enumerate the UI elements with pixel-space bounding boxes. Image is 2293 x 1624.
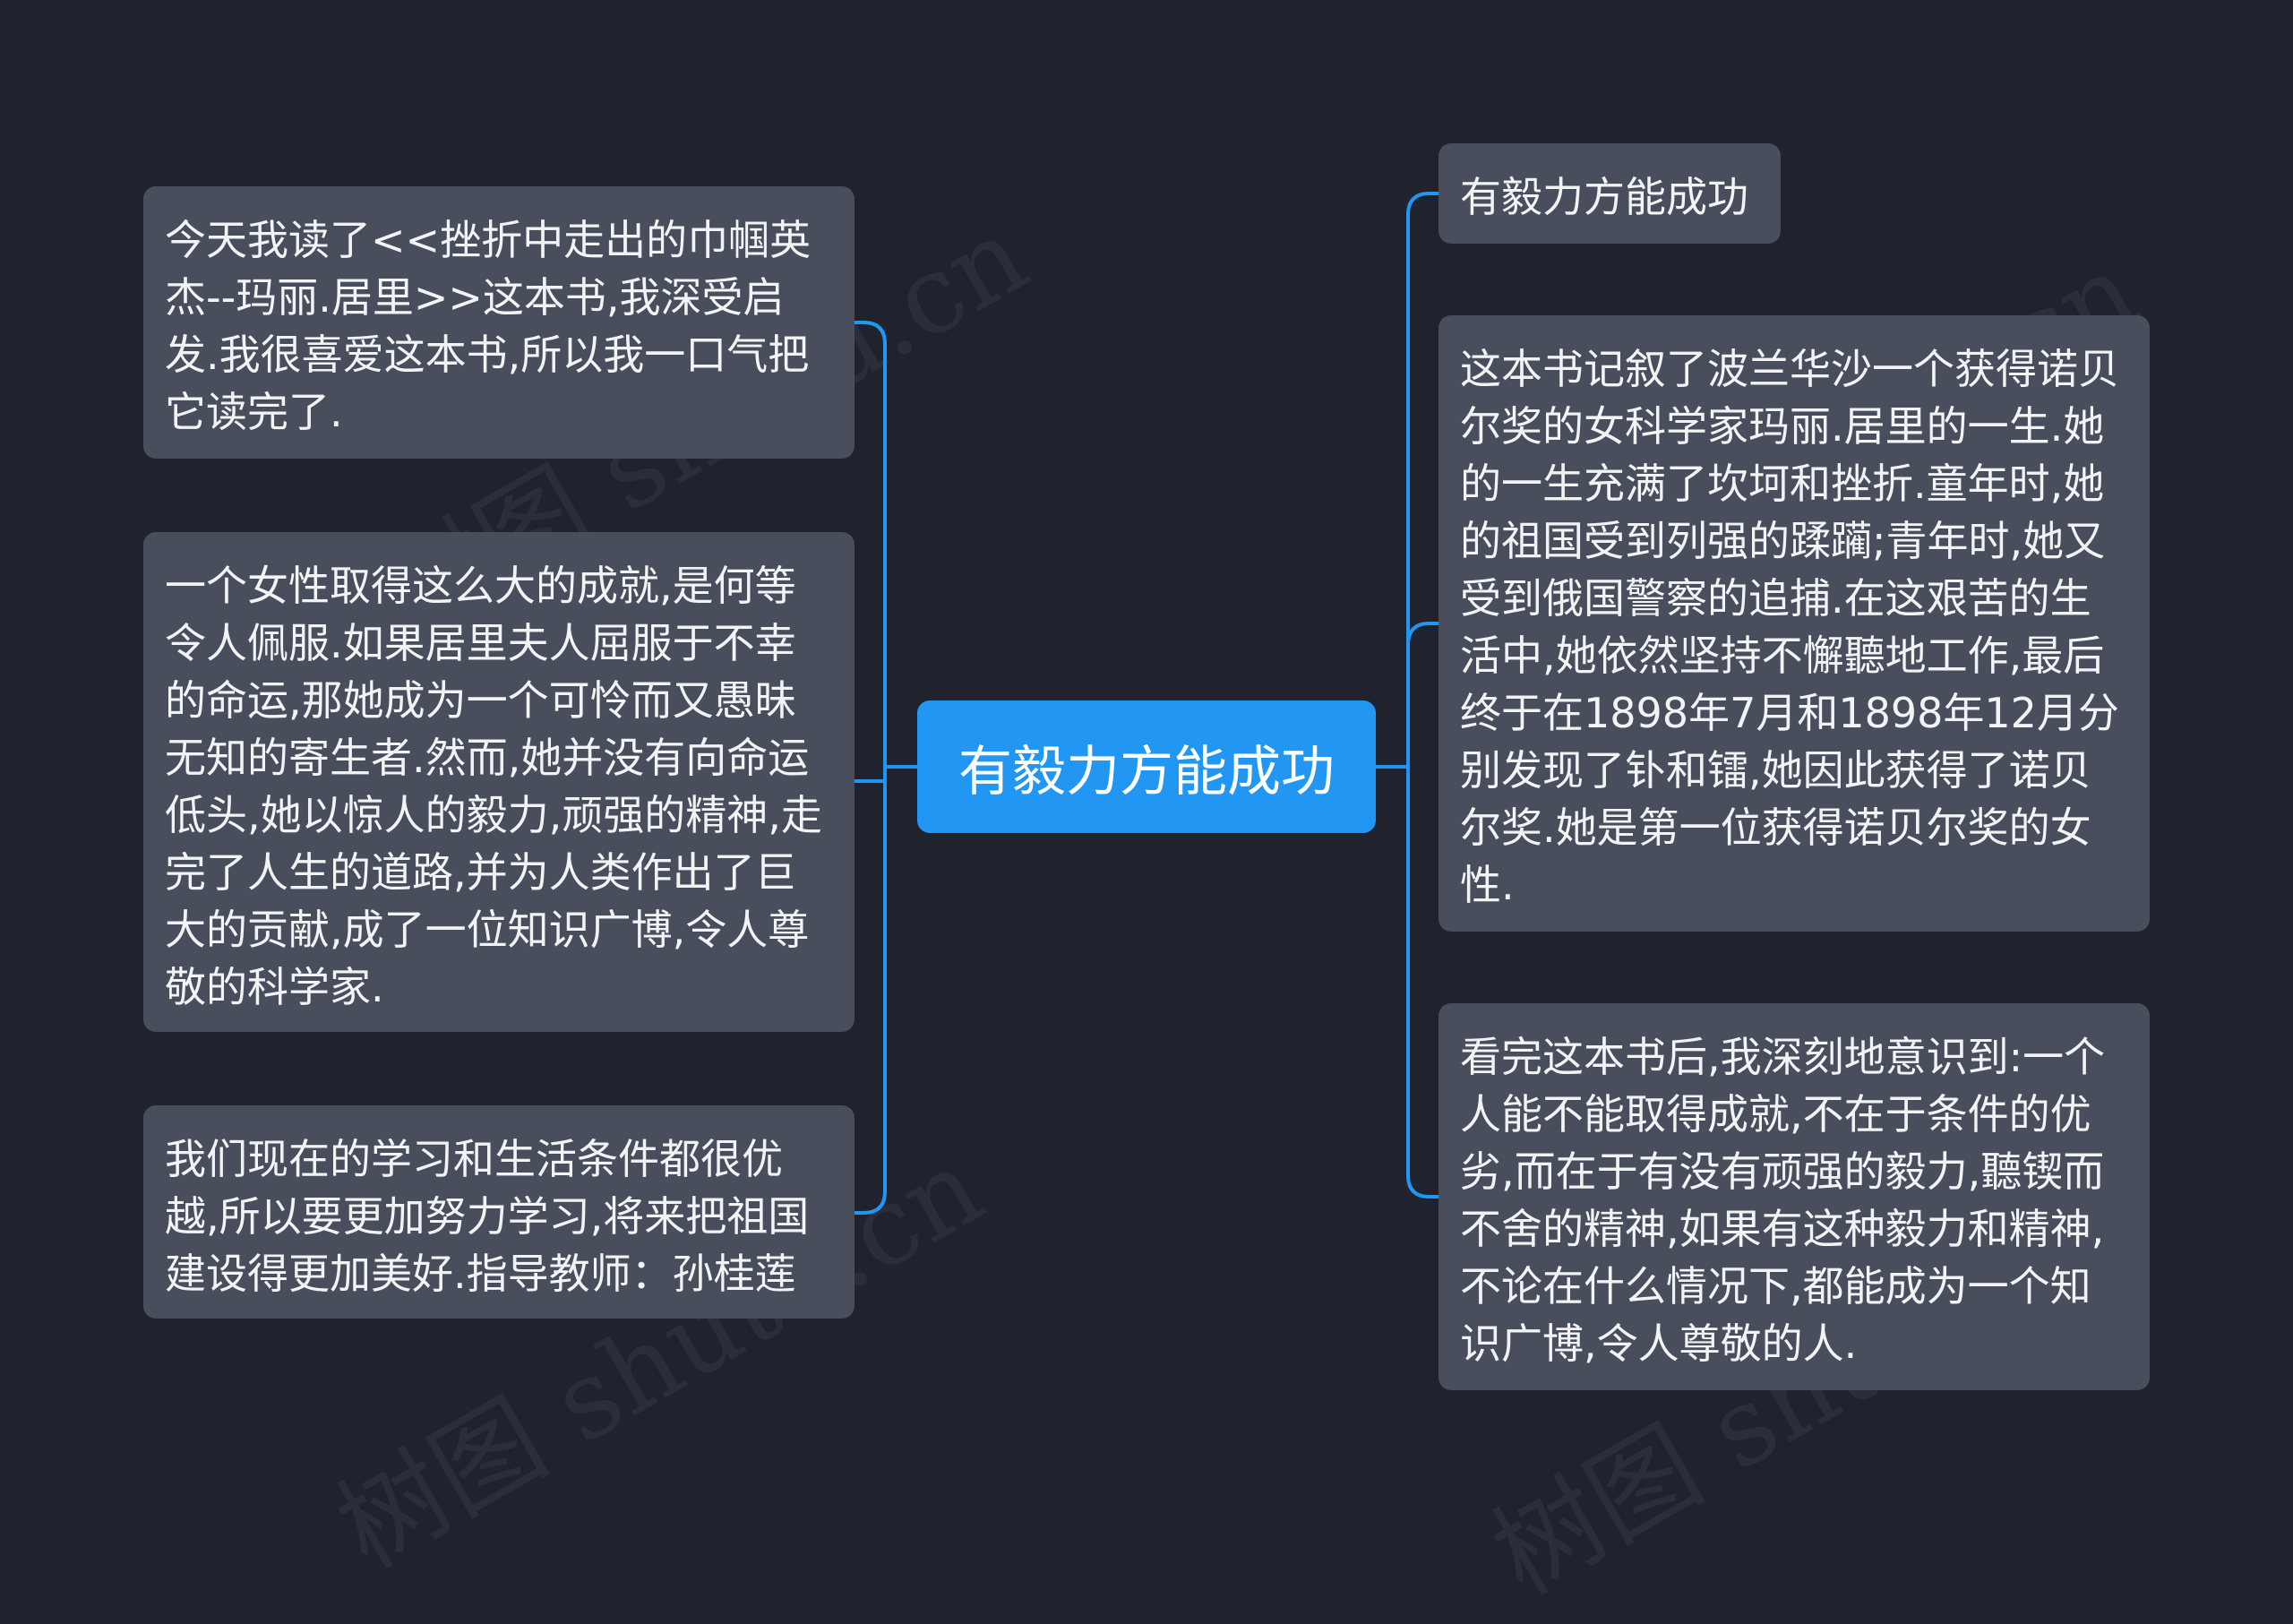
branch-node-left-1[interactable]: 今天我读了<<挫折中走出的巾帼英杰--玛丽.居里>>这本书,我深受启发.我很喜爱… xyxy=(143,186,855,459)
branch-node-right-1[interactable]: 有毅力方能成功 xyxy=(1438,143,1781,244)
connector-left-1 xyxy=(853,321,887,346)
root-node[interactable]: 有毅力方能成功 xyxy=(917,700,1376,833)
mind-map-canvas: 树图 shutu.cn 树图 shutu.cn 树图 shutu.cn 树图 s… xyxy=(143,143,2158,1620)
branch-node-right-3[interactable]: 看完这本书后,我深刻地意识到:一个人能不能取得成就,不在于条件的优劣,而在于有没… xyxy=(1438,1003,2150,1390)
branch-node-left-3[interactable]: 我们现在的学习和生活条件都很优越,所以要更加努力学习,将来把祖国建设得更加美好.… xyxy=(143,1105,855,1319)
connector-right-1 xyxy=(1406,192,1440,217)
connector-right-3 xyxy=(1406,1173,1440,1199)
branch-node-left-2[interactable]: 一个女性取得这么大的成就,是何等令人佩服.如果居里夫人屈服于不幸的命运,那她成为… xyxy=(143,532,855,1032)
connector-lines xyxy=(853,192,1440,1215)
connector-right-2 xyxy=(1406,622,1440,647)
branch-node-right-2[interactable]: 这本书记叙了波兰华沙一个获得诺贝尔奖的女科学家玛丽.居里的一生.她的一生充满了坎… xyxy=(1438,315,2150,932)
connector-left-3 xyxy=(853,1190,887,1215)
